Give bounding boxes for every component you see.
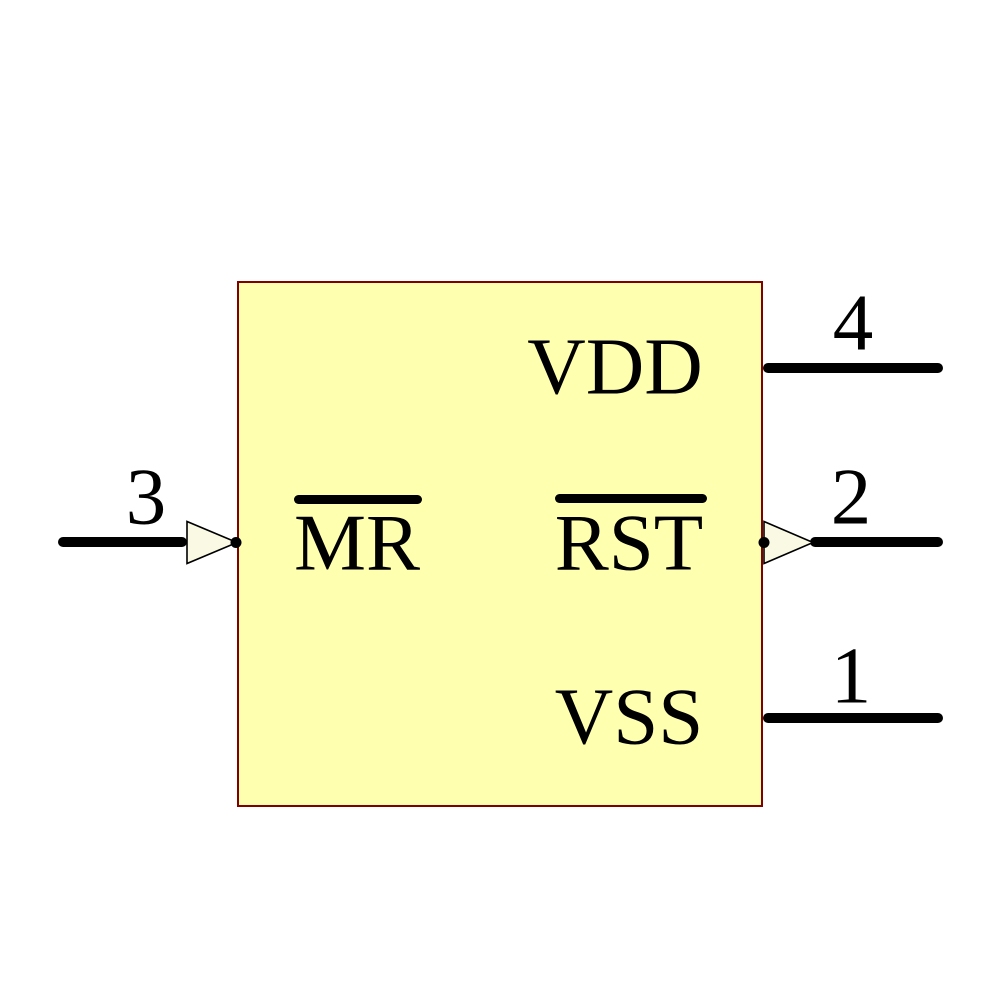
pin-name-mr: MR xyxy=(293,497,421,588)
input-arrow-icon[interactable] xyxy=(186,520,240,565)
pin-number-rst: 2 xyxy=(830,451,872,542)
rst-pin-junction-dot xyxy=(758,537,770,548)
mr-overline xyxy=(294,495,422,504)
pin-number-vss: 1 xyxy=(830,630,872,721)
rst-overline xyxy=(555,494,707,503)
pin-name-vdd: VDD xyxy=(527,321,703,412)
pin-wire-mr[interactable] xyxy=(58,537,187,547)
ic-body[interactable] xyxy=(237,281,763,807)
pin-wire-vss[interactable] xyxy=(763,713,943,723)
pin-name-rst: RST xyxy=(554,497,704,588)
output-arrow-icon[interactable] xyxy=(763,520,816,565)
pin-name-vss: VSS xyxy=(554,671,704,762)
pin-wire-vdd[interactable] xyxy=(763,363,943,373)
pin-number-vdd: 4 xyxy=(832,277,874,368)
pin-wire-rst[interactable] xyxy=(810,537,943,547)
pin-number-mr: 3 xyxy=(125,451,167,542)
mr-pin-junction-dot xyxy=(230,537,242,548)
